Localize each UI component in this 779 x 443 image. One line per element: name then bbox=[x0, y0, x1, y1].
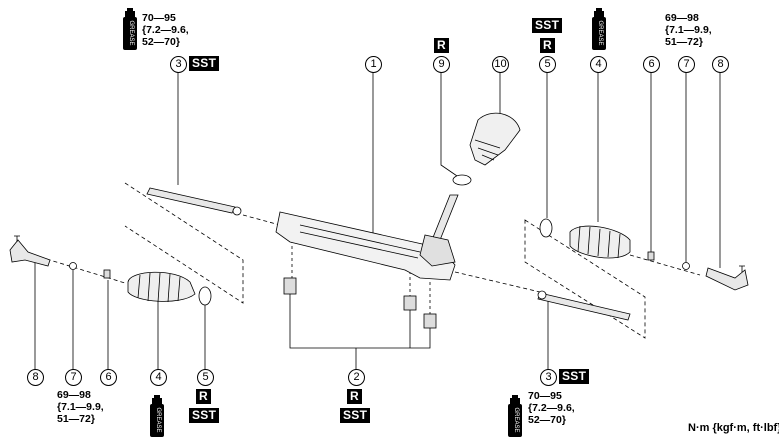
callout-5-top: 5 bbox=[539, 56, 556, 73]
torque-spec-top-left: 70—95 {7.2—9.6, 52—70} bbox=[142, 12, 189, 48]
washer-left bbox=[69, 262, 77, 270]
sst-tag-5-top: SST bbox=[532, 18, 563, 33]
torque-line-2: {7.2—9.6, bbox=[528, 402, 575, 414]
callout-8-top: 8 bbox=[712, 56, 729, 73]
clamp-right bbox=[539, 218, 553, 238]
torque-line-3: 51—72} bbox=[57, 413, 95, 425]
torque-line-1: 69—98 bbox=[57, 389, 91, 401]
lock-nut-right bbox=[647, 251, 655, 261]
dashed-axis-right bbox=[454, 271, 541, 293]
grease-icon-bottom-right: GREASE bbox=[508, 395, 522, 437]
callout-5-bottom: 5 bbox=[197, 369, 214, 386]
dashed-axis-left bbox=[39, 256, 126, 284]
tie-rod-end-left bbox=[9, 239, 51, 267]
unit-note: N·m {kgf·m, ft·lbf} bbox=[688, 422, 779, 434]
tie-rod-end-right bbox=[705, 267, 749, 291]
sst-tag-2: SST bbox=[340, 408, 371, 423]
svg-text:GREASE: GREASE bbox=[155, 407, 161, 432]
callout-9: 9 bbox=[433, 56, 450, 73]
torque-line-3: 51—72} bbox=[665, 36, 703, 48]
clamp-left bbox=[198, 286, 212, 306]
torque-spec-bottom-right: 70—95 {7.2—9.6, 52—70} bbox=[528, 390, 575, 426]
dashed-axis-left2 bbox=[242, 214, 281, 226]
callout-6-top: 6 bbox=[643, 56, 660, 73]
svg-text:GREASE: GREASE bbox=[597, 20, 603, 45]
sst-tag-5-bottom: SST bbox=[189, 408, 220, 423]
torque-line-2: {7.1—9.9, bbox=[57, 401, 104, 413]
tie-rod-left bbox=[146, 187, 236, 214]
callout-7-bottom: 7 bbox=[65, 369, 82, 386]
callout-4-top: 4 bbox=[590, 56, 607, 73]
dashed-outline-left bbox=[124, 182, 244, 304]
torque-spec-bottom-left: 69—98 {7.1—9.9, 51—72} bbox=[57, 389, 104, 425]
r-tag-5-top: R bbox=[540, 38, 555, 53]
pinion-shaft bbox=[431, 194, 459, 241]
washer-right bbox=[682, 262, 690, 270]
leader-2 bbox=[289, 290, 431, 370]
torque-line-2: {7.2—9.6, bbox=[142, 24, 189, 36]
mount-bushing-2 bbox=[403, 295, 417, 311]
sst-tag-3-top: SST bbox=[189, 56, 220, 71]
callout-4-bottom: 4 bbox=[150, 369, 167, 386]
svg-text:GREASE: GREASE bbox=[513, 407, 519, 432]
callout-6-bottom: 6 bbox=[100, 369, 117, 386]
callout-2: 2 bbox=[348, 369, 365, 386]
torque-line-1: 69—98 bbox=[665, 12, 699, 24]
mount-bushing-3 bbox=[423, 313, 437, 329]
callout-8-bottom: 8 bbox=[27, 369, 44, 386]
pinion-housing bbox=[419, 234, 456, 267]
callout-3-bottom: 3 bbox=[540, 369, 557, 386]
callout-7-top: 7 bbox=[678, 56, 695, 73]
dashed-outline-right bbox=[524, 219, 646, 339]
boot-right bbox=[569, 225, 631, 259]
sst-tag-3-bottom: SST bbox=[559, 369, 590, 384]
mount-bushing-1 bbox=[283, 277, 297, 295]
torque-line-1: 70—95 bbox=[528, 390, 562, 402]
callout-3-top: 3 bbox=[170, 56, 187, 73]
torque-line-3: 52—70} bbox=[142, 36, 180, 48]
tie-rod-right bbox=[537, 292, 631, 321]
grease-icon-top-right: GREASE bbox=[592, 8, 606, 50]
r-tag-9: R bbox=[434, 38, 449, 53]
svg-text:GREASE: GREASE bbox=[128, 20, 134, 45]
grease-icon-bottom-left: GREASE bbox=[150, 395, 164, 437]
lock-nut-left bbox=[103, 269, 111, 279]
o-ring bbox=[452, 174, 472, 186]
grease-icon-top-left: GREASE bbox=[123, 8, 137, 50]
torque-line-1: 70—95 bbox=[142, 12, 176, 24]
callout-1: 1 bbox=[365, 56, 382, 73]
leader-9 bbox=[440, 70, 461, 179]
torque-line-2: {7.1—9.9, bbox=[665, 24, 712, 36]
r-tag-2: R bbox=[347, 389, 362, 404]
torque-spec-top-right: 69—98 {7.1—9.9, 51—72} bbox=[665, 12, 712, 48]
callout-10: 10 bbox=[492, 56, 509, 73]
dust-boot-upper bbox=[469, 112, 521, 166]
r-tag-5-bottom: R bbox=[196, 389, 211, 404]
torque-line-3: 52—70} bbox=[528, 414, 566, 426]
dashed-axis-right2 bbox=[629, 254, 701, 276]
